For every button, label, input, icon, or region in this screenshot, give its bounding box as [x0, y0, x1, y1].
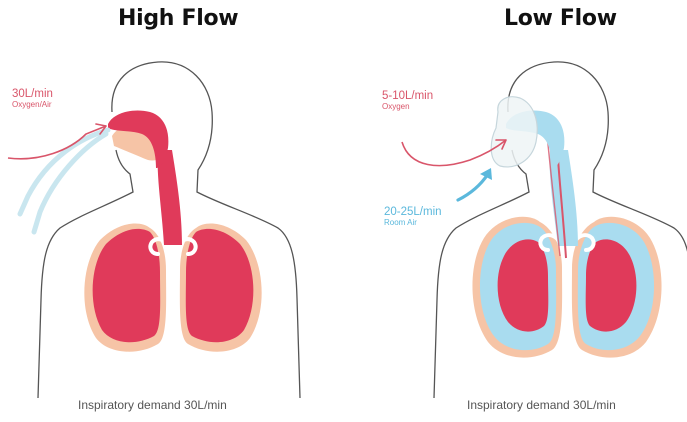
high-flow-source-gas: Oxygen/Air [12, 101, 53, 109]
low-flow-room-gas: Room Air [384, 219, 442, 227]
low-flow-caption: Inspiratory demand 30L/min [467, 398, 616, 412]
low-flow-room-rate: 20-25L/min [384, 206, 442, 218]
high-flow-source-label: 30L/min Oxygen/Air [12, 88, 53, 109]
low-flow-oxygen-mask [491, 97, 537, 167]
low-flow-figure [402, 62, 687, 398]
high-flow-title: High Flow [118, 6, 238, 31]
low-flow-source-gas: Oxygen [382, 103, 433, 111]
low-flow-oxygen-arrow [402, 140, 506, 166]
high-flow-caption: Inspiratory demand 30L/min [78, 398, 227, 412]
low-flow-room-air-label: 20-25L/min Room Air [384, 206, 442, 227]
low-flow-title: Low Flow [504, 6, 617, 31]
low-flow-source-label: 5-10L/min Oxygen [382, 90, 433, 111]
low-flow-source-rate: 5-10L/min [382, 90, 433, 102]
low-flow-room-air-arrow [458, 174, 488, 200]
high-flow-source-rate: 30L/min [12, 88, 53, 100]
high-flow-figure [8, 62, 300, 398]
